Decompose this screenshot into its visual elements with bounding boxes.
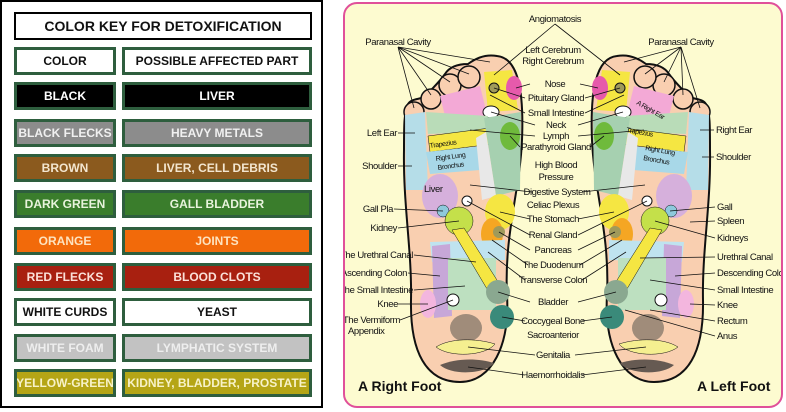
label-paranasal-cavity: Paranasal Cavity	[648, 37, 714, 48]
left-foot-shape	[590, 54, 712, 384]
label-the-duodenum: The Duodenum	[523, 260, 584, 271]
label-right-cerebrum: Right Cerebrum	[522, 56, 584, 67]
color-cell: BROWN	[14, 154, 116, 182]
label-angiomatosis: Angiomatosis	[529, 14, 582, 25]
color-cell: BLACK FLECKS	[14, 119, 116, 147]
label-celiac-plexus: Celiac Plexus	[527, 200, 580, 211]
label-parathyroid-gland: Parathyroid Gland	[521, 142, 591, 153]
affected-part-cell: GALL BLADDER	[122, 190, 312, 218]
color-cell: YELLOW-GREEN	[14, 369, 116, 397]
affected-part-cell: LIVER, CELL DEBRIS	[122, 154, 312, 182]
label-genitalia: Genitalia	[536, 350, 571, 361]
label-small-intestine: Small Intestine	[717, 285, 773, 296]
label-kidney: Kidney	[370, 223, 397, 234]
color-cell: RED FLECKS	[14, 263, 116, 291]
label-neck: Neck	[546, 120, 567, 131]
label-pressure: Pressure	[539, 172, 574, 183]
label-small-intestine: Small Intestine	[528, 108, 584, 119]
label-rectum: Rectum	[717, 316, 748, 327]
label-right-lung: Right Lung	[435, 152, 466, 163]
center-labels: Angiomatosis Left Cerebrum Right Cerebru…	[519, 14, 592, 381]
color-cell: WHITE FOAM	[14, 334, 116, 362]
affected-part-cell: YEAST	[122, 298, 312, 326]
label-trapezius: Trapezius	[626, 127, 655, 139]
foot-map: Angiomatosis Left Cerebrum Right Cerebru…	[343, 14, 783, 394]
label-left-cerebrum: Left Cerebrum	[525, 45, 581, 56]
label-the-stomach: The Stomach	[527, 214, 579, 225]
foot-reflexology-diagram: Angiomatosis Left Cerebrum Right Cerebru…	[343, 2, 783, 408]
label-spleen: Spleen	[717, 216, 744, 227]
label-ascending-colon: Ascending Colon	[343, 268, 407, 279]
right-foot-labels: Paranasal Cavity Left Ear Shoulder Liver…	[343, 37, 466, 394]
label-left-ear: Left Ear	[367, 128, 397, 139]
right-foot-shape	[402, 54, 524, 384]
color-cell: ORANGE	[14, 227, 116, 255]
label-transverse-colon: Transverse Colon	[519, 275, 587, 286]
label-renal-gland: Renal Gland	[529, 230, 578, 241]
affected-part-cell: BLOOD CLOTS	[122, 263, 312, 291]
label-bladder: Bladder	[538, 297, 568, 308]
label-pancreas: Pancreas	[535, 245, 573, 256]
color-cell: WHITE CURDS	[14, 298, 116, 326]
label-sacroanterior: Sacroanterior	[527, 330, 579, 341]
affected-part-cell: HEAVY METALS	[122, 119, 312, 147]
label-knee: Knee	[377, 299, 398, 310]
header-affected-part: POSSIBLE AFFECTED PART	[122, 47, 312, 75]
affected-part-cell: KIDNEY, BLADDER, PROSTATE	[122, 369, 312, 397]
label-high-blood: High Blood	[535, 160, 578, 171]
label-bronchus: Bronchus	[643, 155, 671, 167]
label-urethral-canal: Urethral Canal	[717, 252, 773, 263]
label-gall-pla: Gall Pla	[363, 204, 394, 215]
label-liver: Liver	[424, 184, 443, 195]
label-urethral-canal: The Urethral Canal	[343, 250, 413, 261]
label-pituitary-gland: Pituitary Gland	[528, 93, 584, 104]
color-cell: DARK GREEN	[14, 190, 116, 218]
label-gall: Gall	[717, 202, 733, 213]
right-foot-title: A Right Foot	[358, 378, 442, 394]
label-anus: Anus	[717, 331, 738, 342]
label-shoulder: Shoulder	[362, 161, 397, 172]
label-coccygeal-bone: Coccygeal Bone	[521, 316, 585, 327]
label-descending-colon: Descending Colon	[717, 268, 783, 279]
left-foot-labels: Paranasal Cavity Right Ear Shoulder Gall…	[626, 37, 783, 394]
label-haemorrhoidalis: Haemorrhoidalis	[521, 370, 585, 381]
color-cell: BLACK	[14, 82, 116, 110]
label-digestive-system: Digestive System	[524, 187, 591, 198]
label-knee: Knee	[717, 300, 738, 311]
label-nose: Nose	[545, 79, 566, 90]
leader-lines	[393, 23, 716, 376]
label-bronchus: Bronchus	[437, 161, 465, 172]
label-kidneys: Kidneys	[717, 233, 749, 244]
label-appendix: Appendix	[348, 326, 385, 337]
label-shoulder: Shoulder	[716, 152, 751, 163]
label-lymph: Lymph	[543, 131, 569, 142]
label-right-ear: Right Ear	[716, 125, 752, 136]
label-trapezius: Trapezius	[429, 139, 457, 150]
label-paranasal-cavity: Paranasal Cavity	[365, 37, 431, 48]
color-key-title: COLOR KEY FOR DETOXIFICATION	[14, 12, 312, 40]
label-vermiform: The Vermiform	[343, 315, 400, 326]
affected-part-cell: LIVER	[122, 82, 312, 110]
left-foot-title: A Left Foot	[697, 378, 771, 394]
header-color: COLOR	[14, 47, 116, 75]
affected-part-cell: JOINTS	[122, 227, 312, 255]
label-small-intestine: The Small Intestine	[343, 285, 413, 296]
affected-part-cell: LYMPHATIC SYSTEM	[122, 334, 312, 362]
